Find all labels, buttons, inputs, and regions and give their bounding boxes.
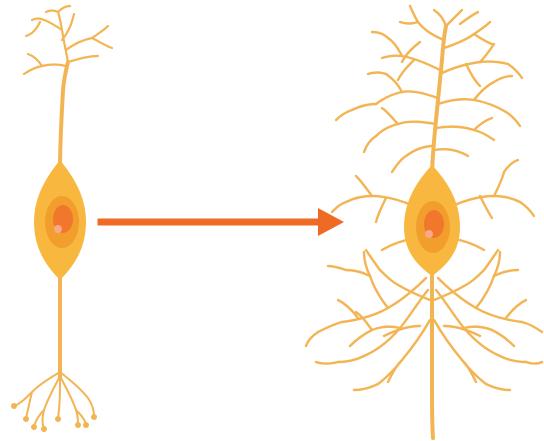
right-axon [432, 274, 433, 438]
left-soma [34, 160, 86, 280]
right-soma [404, 165, 460, 276]
transformation-arrow [101, 208, 344, 236]
left-neuron [11, 6, 112, 432]
left-terminal-boutons [11, 403, 97, 432]
right-basal-dendrites [306, 250, 542, 390]
left-apical-dendrites [24, 6, 112, 170]
right-apical-dendrites [336, 6, 522, 178]
